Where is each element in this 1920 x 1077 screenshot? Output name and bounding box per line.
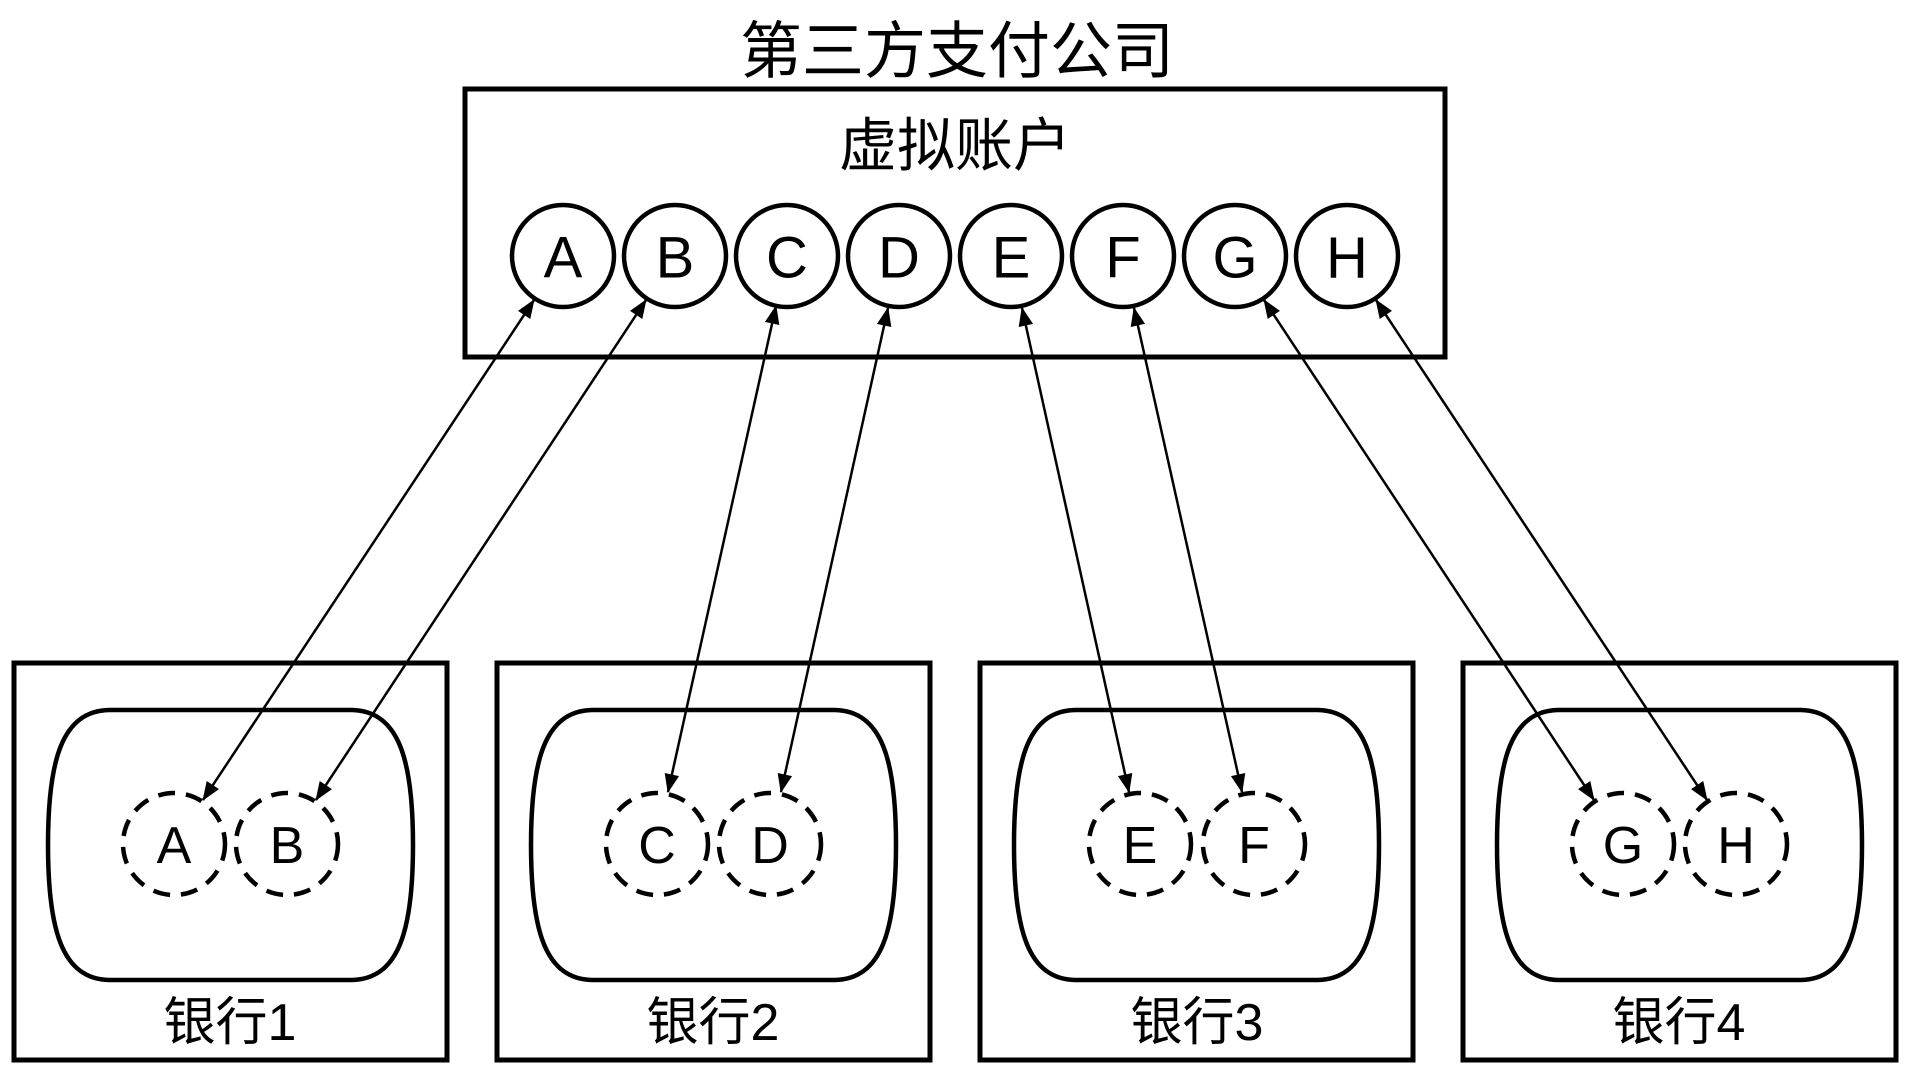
bank-1: A B 银行1 [11,660,450,1063]
arrow-g [1262,299,1596,801]
arrow-e [1018,306,1133,794]
bank-4-account-letter-g: G [1603,817,1643,875]
virtual-account-label: 虚拟账户 [839,114,1071,179]
bank-4-account-circle-h [1682,790,1790,898]
bank-2-account-circle-c [603,790,711,898]
virtual-account-circle-e [957,202,1065,310]
arrow-c [664,304,780,794]
bank-3-account-circle-f [1200,790,1308,898]
bank-1-label: 银行1 [164,994,297,1052]
bank-3-account-letter-f: F [1238,817,1270,875]
virtual-account-letter-a: A [544,226,583,291]
bank-4-label: 银行4 [1613,994,1746,1052]
bank-3-box [977,660,1416,1063]
bank-1-account-circle-b [233,790,341,898]
arrow-a [201,299,536,801]
virtual-account-circle-g [1181,202,1289,310]
bank-1-account-letter-b: B [270,817,305,875]
bank-3-account-letter-e: E [1123,817,1158,875]
virtual-account-circle-d [845,202,953,310]
arrow-b [314,299,648,801]
arrow-f [1130,306,1246,794]
virtual-account-circle-f [1069,202,1177,310]
virtual-account-letter-d: D [878,226,920,291]
virtual-account-circle-b [621,202,729,310]
bank-3: E F 银行3 [977,660,1416,1063]
bank-1-account-circle-a [120,790,228,898]
virtual-account-circle-h [1293,202,1401,310]
company-box [462,86,1448,360]
bank-3-account-circle-e [1086,790,1194,898]
virtual-account-letter-b: B [656,226,695,291]
connection-arrows [201,299,1709,801]
bank-2: C D 银行2 [494,660,933,1063]
virtual-accounts: A B C D E F G H [509,202,1401,310]
virtual-account-letter-g: G [1212,226,1257,291]
bank-1-vault-shape [45,707,416,983]
bank-4-account-circle-g [1569,790,1677,898]
virtual-account-letter-c: C [766,226,808,291]
bank-2-label: 银行2 [647,994,780,1052]
virtual-account-circle-a [509,202,617,310]
diagram-title: 第三方支付公司 [740,18,1174,87]
bank-3-label: 银行3 [1131,994,1264,1052]
bank-2-vault-shape [528,707,899,983]
virtual-account-circle-c [733,202,841,310]
virtual-account-letter-h: H [1326,226,1368,291]
bank-2-account-letter-d: D [751,817,789,875]
virtual-account-letter-e: E [992,226,1031,291]
bank-1-account-letter-a: A [157,817,192,875]
bank-2-account-circle-d [716,790,824,898]
bank-4-box [1460,660,1899,1063]
bank-4: G H 银行4 [1460,660,1899,1063]
virtual-account-letter-f: F [1105,226,1140,291]
arrow-h [1374,299,1709,801]
arrow-d [777,306,892,794]
bank-3-vault-shape [1011,707,1382,983]
bank-4-vault-shape [1494,707,1865,983]
bank-4-account-letter-h: H [1717,817,1755,875]
bank-2-box [494,660,933,1063]
bank-1-box [11,660,450,1063]
bank-2-account-letter-c: C [638,817,676,875]
